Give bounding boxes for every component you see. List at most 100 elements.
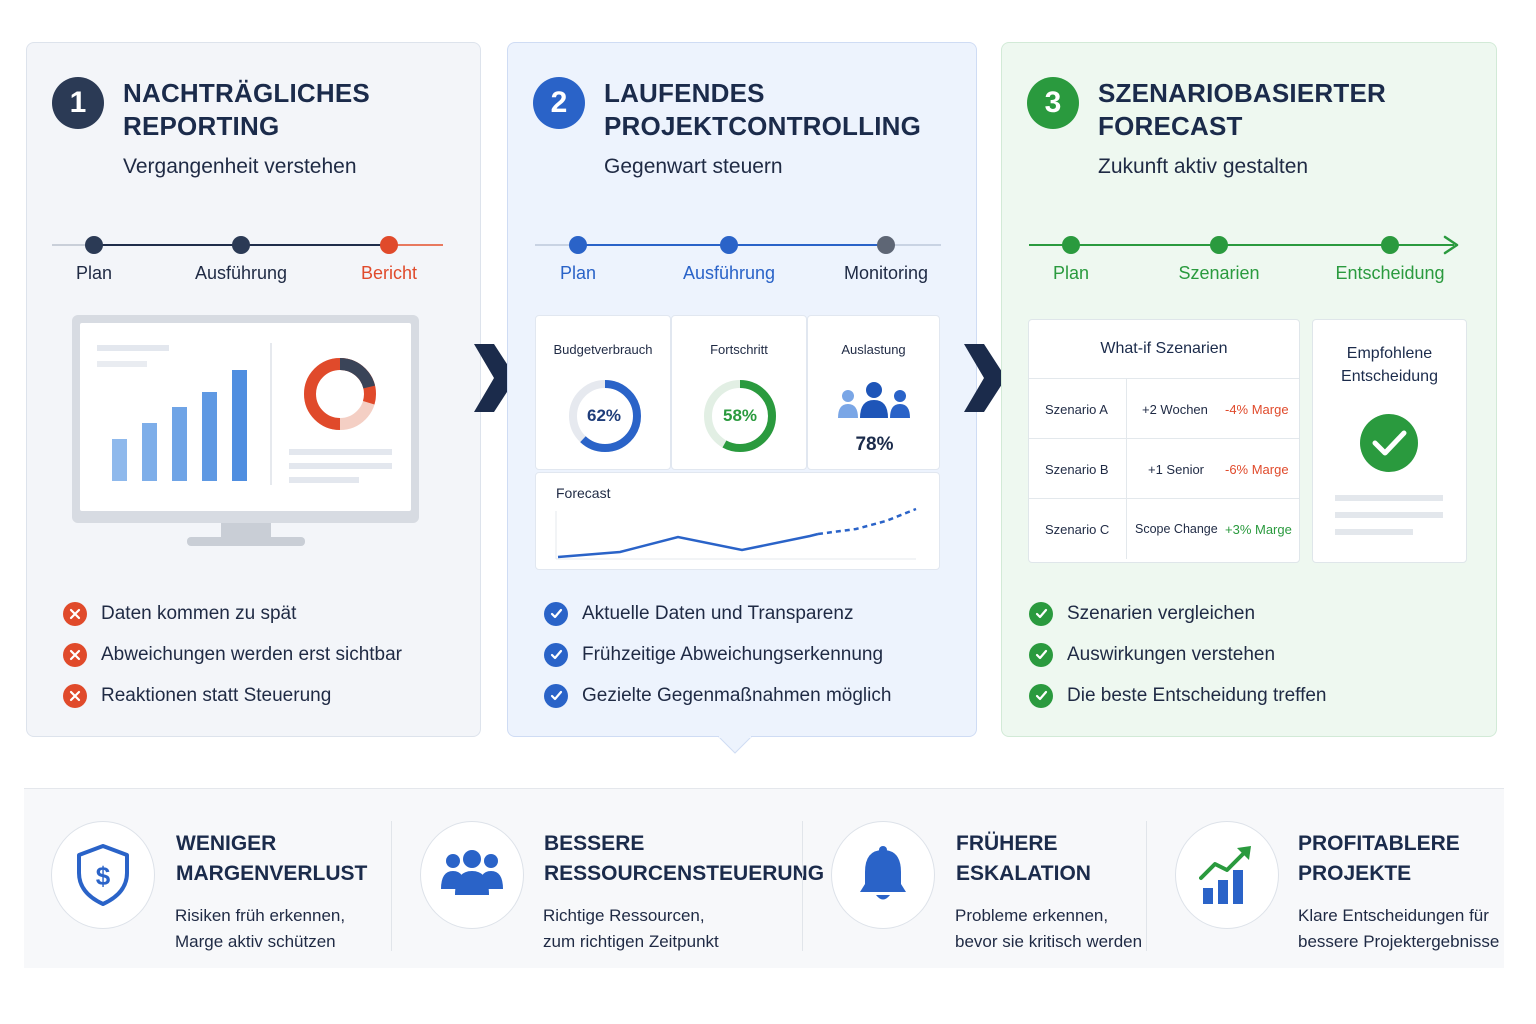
timeline-label: Ausführung xyxy=(194,263,288,283)
list-item: Auswirkungen verstehen xyxy=(1029,634,1327,675)
list-item-text: Gezielte Gegenmaßnahmen möglich xyxy=(582,684,892,706)
kpi-value: 78% xyxy=(855,434,894,455)
timeline-track xyxy=(535,236,941,254)
benefit-title: PROFITABLERE PROJEKTE xyxy=(1298,829,1460,889)
kpi-card: Auslastung 78% xyxy=(807,315,940,470)
benefit-text: Richtige Ressourcen, zum richtigen Zeitp… xyxy=(543,903,719,955)
timeline-dot xyxy=(380,236,398,254)
recommendation-title-line: Empfohlene xyxy=(1346,345,1433,362)
scenario-name: Szenario C xyxy=(1045,521,1110,537)
check-circle-icon xyxy=(1029,683,1053,708)
benefit-list: Aktuelle Daten und Transparenz Frühzeiti… xyxy=(544,593,891,716)
timeline-dot xyxy=(1210,236,1228,254)
forecast-label: Forecast xyxy=(556,485,611,501)
kpi-donut xyxy=(704,380,776,452)
benefit-item: FRÜHERE ESKALATION Probleme erkennen, be… xyxy=(803,789,1147,969)
benefit-item: $ WENIGER MARGENVERLUST Risiken früh erk… xyxy=(24,789,392,969)
stage-title: NACHTRÄGLICHES REPORTING xyxy=(123,77,370,143)
scenario-table: What-if Szenarien Szenario A +2 Wochen -… xyxy=(1028,319,1300,563)
benefit-title-line: PROJEKTE xyxy=(1298,862,1412,885)
check-circle-icon xyxy=(544,601,568,626)
timeline-label: Plan xyxy=(559,263,597,283)
scenario-change: +1 Senior xyxy=(1148,461,1205,477)
list-item: Aktuelle Daten und Transparenz xyxy=(544,593,891,634)
kpi-donut xyxy=(569,380,641,452)
timeline-label: Szenarien xyxy=(1178,263,1260,283)
benefit-title-line: PROFITABLERE xyxy=(1298,832,1460,855)
list-item: Frühzeitige Abweichungserkennung xyxy=(544,634,891,675)
table-row: Szenario B +1 Senior -6% Marge xyxy=(1029,438,1299,499)
svg-text:$: $ xyxy=(96,861,111,891)
benefit-title-line: BESSERE xyxy=(544,832,645,855)
stage-2-panel: 2 LAUFENDES PROJEKTCONTROLLING Gegenwart… xyxy=(507,42,977,737)
kpi-label: Fortschritt xyxy=(710,342,768,357)
process-timeline: Plan Ausführung Monitoring xyxy=(508,233,976,303)
benefit-text-line: bevor sie kritisch werden xyxy=(955,932,1143,951)
benefit-text-line: Richtige Ressourcen, xyxy=(543,906,705,925)
benefit-text-line: Probleme erkennen, xyxy=(955,906,1109,925)
benefit-item: BESSERE RESSOURCENSTEUERUNG Richtige Res… xyxy=(392,789,824,969)
recommendation-title-line: Entscheidung xyxy=(1341,368,1438,385)
benefit-title-line: FRÜHERE xyxy=(956,832,1058,855)
chevron-right-icon xyxy=(474,344,516,412)
scenario-name: Szenario A xyxy=(1045,401,1108,417)
list-item-text: Auswirkungen verstehen xyxy=(1067,643,1276,665)
list-item-text: Frühzeitige Abweichungserkennung xyxy=(582,643,884,665)
benefit-title-line: MARGENVERLUST xyxy=(176,862,368,885)
timeline-dot xyxy=(720,236,738,254)
benefit-item: PROFITABLERE PROJEKTE Klare Entscheidung… xyxy=(1147,789,1504,969)
check-circle-icon xyxy=(1029,642,1053,667)
kpi-card: Budgetverbrauch 62% xyxy=(535,315,671,470)
kpi-donut-arc xyxy=(704,380,776,452)
list-item-text: Abweichungen werden erst sichtbar xyxy=(101,643,403,665)
stage-number-badge: 2 xyxy=(533,77,585,129)
drawback-list: Daten kommen zu spät Abweichungen werden… xyxy=(63,593,402,716)
table-title: What-if Szenarien xyxy=(1100,340,1228,357)
table-row: Szenario C Scope Change +3% Marge xyxy=(1029,498,1299,559)
forecast-line-icon xyxy=(555,507,917,560)
list-item-text: Szenarien vergleichen xyxy=(1067,602,1256,624)
stage-subtitle: Vergangenheit verstehen xyxy=(123,155,357,178)
table-row: Szenario A +2 Wochen -4% Marge xyxy=(1029,378,1299,439)
timeline-label: Monitoring xyxy=(843,263,929,283)
kpi-label: Budgetverbrauch xyxy=(553,342,653,357)
list-item: Die beste Entscheidung treffen xyxy=(1029,675,1327,716)
bell-icon xyxy=(831,821,935,929)
divider xyxy=(391,821,392,951)
list-item: Abweichungen werden erst sichtbar xyxy=(63,634,402,675)
list-item: Reaktionen statt Steuerung xyxy=(63,675,402,716)
stage-subtitle: Gegenwart steuern xyxy=(604,155,783,178)
stage-title: SZENARIOBASIERTER FORECAST xyxy=(1098,77,1386,143)
stage-title-line: FORECAST xyxy=(1098,111,1243,141)
timeline-label: Bericht xyxy=(360,263,418,283)
list-item-text: Die beste Entscheidung treffen xyxy=(1067,684,1327,706)
process-timeline: Plan Szenarien Entscheidung xyxy=(1002,233,1496,303)
kpi-donut-arc xyxy=(569,380,641,452)
timeline-label: Plan xyxy=(75,263,113,283)
benefit-title-line: RESSOURCENSTEUERUNG xyxy=(544,862,825,885)
stage-number-badge: 1 xyxy=(52,77,104,129)
benefit-title-line: WENIGER xyxy=(176,832,277,855)
benefit-text: Klare Entscheidungen für bessere Projekt… xyxy=(1298,903,1499,955)
list-item-text: Daten kommen zu spät xyxy=(101,602,297,624)
kpi-card: Fortschritt 58% xyxy=(671,315,807,470)
stage-number-badge: 3 xyxy=(1027,77,1079,129)
scenario-change: +2 Wochen xyxy=(1142,401,1208,417)
timeline-label: Entscheidung xyxy=(1335,263,1445,283)
scenario-impact: +3% Marge xyxy=(1225,521,1292,537)
timeline-dot xyxy=(85,236,103,254)
benefit-text-line: Klare Entscheidungen für xyxy=(1298,906,1489,925)
timeline-dot xyxy=(1062,236,1080,254)
benefit-title: FRÜHERE ESKALATION xyxy=(956,829,1091,889)
benefits-band: $ WENIGER MARGENVERLUST Risiken früh erk… xyxy=(24,788,1504,968)
shield-dollar-icon: $ xyxy=(51,821,155,929)
benefit-text-line: bessere Projektergebnisse xyxy=(1298,932,1500,951)
check-circle-icon xyxy=(1029,601,1053,626)
benefit-text-line: zum richtigen Zeitpunkt xyxy=(543,932,719,951)
monitor-report-icon xyxy=(71,313,421,553)
list-item: Szenarien vergleichen xyxy=(1029,593,1327,634)
scenario-impact: -6% Marge xyxy=(1225,461,1289,477)
benefit-text: Risiken früh erkennen, Marge aktiv schüt… xyxy=(175,903,345,955)
benefit-list: Szenarien vergleichen Auswirkungen verst… xyxy=(1029,593,1327,716)
chevron-right-icon xyxy=(964,344,1006,412)
